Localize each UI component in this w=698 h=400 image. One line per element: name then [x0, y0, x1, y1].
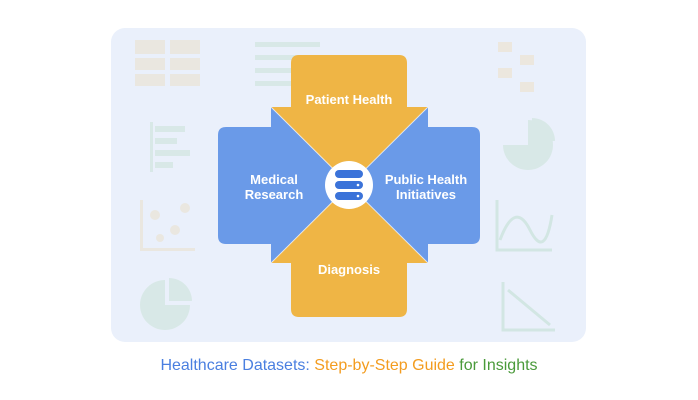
label-medical-research-2: Research: [245, 187, 304, 202]
caption: Healthcare Datasets: Step-by-Step Guide …: [0, 357, 698, 375]
label-public-health-2: Initiatives: [396, 187, 456, 202]
flow-icon: [498, 42, 534, 92]
label-public-health-1: Public Health: [385, 172, 467, 187]
background-decorations: [135, 40, 555, 332]
bar-chart-icon: [150, 122, 190, 172]
arrow-bottom-diagnosis: [271, 185, 428, 317]
arrow-top-patient-health: [271, 55, 428, 185]
line-chart-icon: [501, 282, 555, 332]
label-medical-research-1: Medical: [250, 172, 298, 187]
scatter-icon: [140, 200, 195, 251]
caption-part3: for Insights: [459, 357, 538, 374]
label-diagnosis: Diagnosis: [318, 262, 380, 277]
caption-part1: Healthcare Datasets:: [160, 357, 310, 374]
arrow-right-public-health: [349, 107, 480, 263]
arrow-left-medical-research: [218, 107, 349, 263]
pie-chart-icon-2: [140, 278, 192, 330]
label-patient-health: Patient Health: [306, 92, 393, 107]
database-icon: [335, 170, 363, 200]
caption-part2: Step-by-Step Guide: [314, 357, 455, 374]
area-chart-icon: [495, 200, 554, 252]
text-lines-icon: [255, 42, 320, 86]
table-icon: [135, 40, 200, 86]
pie-chart-icon: [503, 118, 555, 170]
